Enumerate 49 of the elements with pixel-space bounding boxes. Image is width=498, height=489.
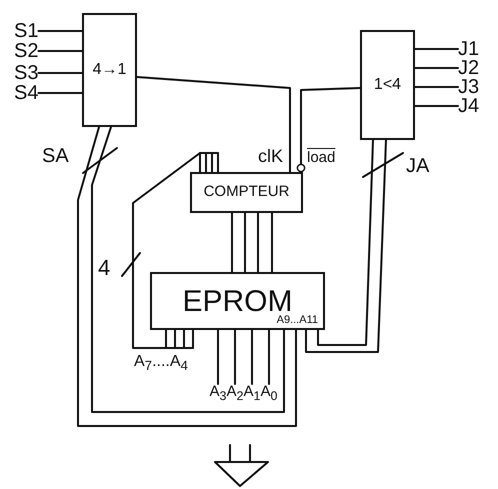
wire bbox=[91, 126, 285, 413]
wire bbox=[296, 87, 361, 173]
wire bbox=[268, 329, 270, 385]
signal-label: J1 bbox=[458, 38, 480, 60]
bus-width-label: 4 bbox=[98, 256, 110, 280]
pin-label: A$_{3}$ bbox=[210, 384, 226, 404]
pin-label: A$_{1}$ bbox=[244, 384, 260, 404]
wire bbox=[305, 139, 387, 353]
pin-label: load bbox=[307, 150, 336, 166]
multiplexer-box bbox=[360, 30, 415, 140]
wire bbox=[317, 139, 374, 346]
wire bbox=[77, 126, 297, 427]
wire bbox=[234, 329, 236, 385]
signal-label: S1 bbox=[14, 20, 38, 42]
wire bbox=[244, 212, 246, 273]
wire bbox=[37, 92, 83, 94]
wire bbox=[217, 329, 219, 385]
wire bbox=[257, 212, 259, 273]
wire bbox=[132, 152, 201, 349]
wire bbox=[414, 105, 459, 107]
bus-label: SA bbox=[42, 145, 69, 167]
signal-label: S4 bbox=[14, 82, 38, 104]
wire bbox=[414, 48, 459, 50]
pin-label: A9...A11 bbox=[276, 314, 318, 326]
wire bbox=[251, 329, 253, 385]
pin-label: A$_{2}$ bbox=[226, 384, 244, 404]
signal-label: S3 bbox=[14, 62, 38, 84]
pin-label: A$_{0}$ bbox=[260, 384, 278, 404]
counter-box bbox=[190, 172, 303, 213]
wire bbox=[414, 67, 459, 69]
pin-label: clK bbox=[258, 147, 284, 167]
signal-label: J4 bbox=[458, 95, 480, 117]
wire bbox=[136, 76, 291, 173]
block-label: 4→1 bbox=[92, 61, 126, 79]
signal-label: S2 bbox=[14, 40, 38, 62]
wire bbox=[37, 30, 83, 32]
wire bbox=[271, 212, 273, 273]
block-label: COMPTEUR bbox=[204, 184, 290, 201]
wire bbox=[414, 86, 459, 88]
multiplexer-box bbox=[82, 13, 137, 127]
signal-label: J3 bbox=[458, 76, 480, 98]
wire bbox=[37, 72, 83, 74]
signal-label: J2 bbox=[458, 57, 480, 79]
wire bbox=[231, 212, 233, 273]
block-label: 1<4 bbox=[374, 76, 402, 94]
bus-label: JA bbox=[406, 155, 430, 177]
pin-label: A$_{7}$....A$_{4}$ bbox=[134, 353, 188, 374]
wire bbox=[37, 50, 83, 52]
eprom-box bbox=[150, 272, 325, 330]
